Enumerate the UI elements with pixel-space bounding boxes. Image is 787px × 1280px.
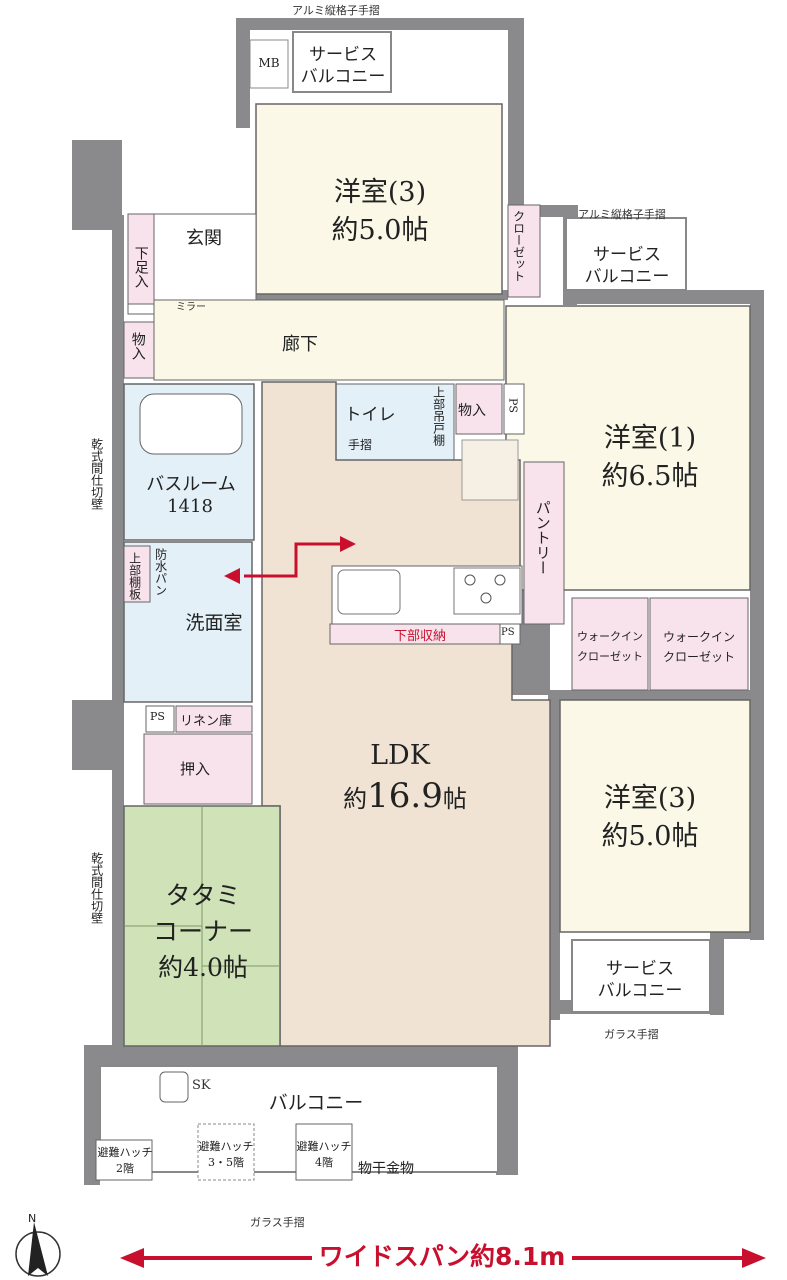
balcony-label: バルコニー [268, 1092, 364, 1114]
walkin-1-line1: ウォークイン [577, 630, 643, 643]
hatch-35f-line2: 3・5階 [208, 1156, 244, 1169]
ldk-size-value: 16.9 [367, 776, 443, 816]
entrance-name: 玄関 [186, 228, 222, 249]
service-balcony-bottom-line1: サービス [606, 959, 674, 979]
service-balcony-right-line2: バルコニー [584, 267, 670, 287]
handrail-label: 手摺 [348, 438, 373, 452]
ldk-name: LDK [370, 740, 430, 771]
hatch-4f [295, 1123, 353, 1181]
western-room-3-right-size: 約5.0帖 [601, 821, 699, 852]
clothes-pole-label: 物干金物 [358, 1161, 414, 1177]
hatch-4f-line1: 避難ハッチ [296, 1140, 352, 1153]
western-room-3-top [255, 103, 503, 295]
hallway [153, 299, 505, 381]
flow-arrow [244, 542, 340, 578]
hatch-35f-line1: 避難ハッチ [198, 1140, 254, 1153]
western-room-3-right-name: 洋室(3) [603, 783, 697, 814]
upper-shelf-1-label: 上部吊戸棚 [431, 386, 446, 446]
wide-span-label: ワイドスパン約8.1m [312, 1240, 572, 1274]
lower-storage-label: 下部収納 [393, 629, 446, 644]
storage-2-label: 物入 [458, 403, 486, 419]
western-room-1-name: 洋室(1) [603, 423, 697, 454]
waterproof-pan-label: 防水パン [153, 548, 168, 596]
storage-2 [455, 383, 503, 435]
service-balcony-right-line1: サービス [593, 245, 661, 265]
tatami-line2: コーナー [152, 917, 253, 946]
tatami-size: 約4.0帖 [158, 953, 248, 982]
western-room-3-top-size: 約5.0帖 [331, 215, 429, 246]
oshiire [143, 733, 253, 805]
fridge-space [461, 439, 519, 501]
north-compass-icon [15, 1222, 61, 1277]
sk-label: SK [192, 1078, 211, 1093]
mirror-label: ミラー [176, 302, 206, 313]
bathroom-name: バスルーム [146, 474, 236, 495]
ps-2-label: PS [150, 710, 165, 723]
shoe-box-label: 下足入 [132, 246, 149, 288]
service-balcony-top-line1: サービス [309, 45, 377, 65]
ps-1 [503, 383, 525, 435]
ldk-size-suffix: 帖 [442, 785, 467, 813]
walkin-closet-1 [571, 597, 649, 691]
stove [453, 567, 521, 615]
washroom-name: 洗面室 [185, 612, 243, 634]
oshiire-label: 押入 [180, 760, 211, 778]
glass-rail-bottom: ガラス手摺 [250, 1216, 305, 1229]
dry-wall-2-label: 乾式間仕切壁 [89, 852, 104, 924]
western-room-1-size: 約6.5帖 [601, 461, 699, 492]
toilet [335, 383, 455, 461]
hatch-2f-line2: 2階 [116, 1162, 134, 1175]
sk-sink [159, 1071, 189, 1103]
north-label: N [28, 1212, 37, 1225]
ps-3-label: PS [501, 627, 515, 638]
hallway-name: 廊下 [282, 334, 318, 355]
hatch-4f-line2: 4階 [315, 1156, 333, 1169]
service-balcony-top-line2: バルコニー [300, 67, 386, 87]
mb-label: MB [258, 56, 280, 70]
alum-rail-top: アルミ縦格子手摺 [292, 4, 380, 17]
walkin-2-line2: クローゼット [662, 650, 735, 664]
western-room-3-right [559, 699, 751, 933]
ldk-size-prefix: 約 [343, 785, 368, 813]
ldk-size: 約16.9帖 [320, 776, 490, 816]
service-balcony-bottom [571, 939, 711, 1013]
upper-shelf-2 [123, 545, 151, 603]
hatch-2f-line1: 避難ハッチ [97, 1146, 153, 1159]
toilet-name: トイレ [344, 405, 396, 425]
pantry [523, 461, 565, 625]
bathtub [139, 393, 243, 455]
hatch-2f [95, 1139, 153, 1181]
hatch-35f [197, 1123, 255, 1181]
linen-closet [175, 705, 253, 733]
walkin-closet-2 [649, 597, 749, 691]
ps-1-label: PS [506, 398, 520, 413]
sink [337, 569, 401, 615]
mb-box [249, 39, 289, 89]
walkin-1-line2: クローゼット [577, 650, 643, 663]
service-balcony-top [292, 31, 392, 93]
linen-label: リネン庫 [180, 714, 233, 729]
dry-wall-1-label: 乾式間仕切壁 [89, 438, 104, 510]
ps-2 [145, 705, 175, 733]
service-balcony-right [565, 217, 687, 291]
glass-rail-right: ガラス手摺 [604, 1028, 659, 1041]
upper-shelf-2-label: 上部棚板 [127, 552, 142, 600]
service-balcony-bottom-line2: バルコニー [597, 981, 683, 1001]
alum-rail-right: アルミ縦格子手摺 [578, 208, 666, 221]
storage-1 [123, 321, 155, 379]
walkin-2-line1: ウォークイン [662, 630, 735, 644]
ps-3 [499, 623, 521, 645]
closet-label: クローゼット [511, 210, 526, 282]
bathroom-size: 1418 [167, 496, 213, 517]
western-room-3-top-name: 洋室(3) [333, 177, 427, 208]
tatami-line1: タタミ [165, 881, 241, 910]
storage-1-label: 物入 [129, 332, 146, 360]
shoe-box [127, 213, 155, 305]
closet-top [507, 204, 541, 298]
pantry-label: パントリー [533, 500, 552, 575]
